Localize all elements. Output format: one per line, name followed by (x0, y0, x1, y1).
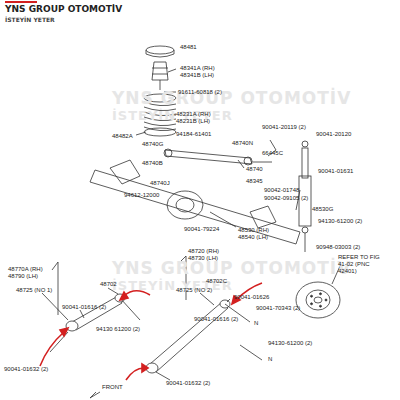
callout-number: 48231B (LH) (176, 118, 210, 125)
callout-number: 48740 (246, 166, 263, 173)
callout-number: 90041-79224 (184, 226, 219, 233)
callout-number: 48740J (150, 180, 170, 187)
callout-number: 48702C (206, 278, 227, 285)
callout-number: 90041-20119 (2) (262, 124, 306, 131)
callout-number: 48730 (LH) (188, 255, 218, 262)
brand-slogan: İSTEYİN YETER (5, 16, 55, 23)
callout-number: 90041-01631 (318, 168, 353, 175)
callout-number: 91611-60818 (2) (178, 89, 222, 96)
callout-number: 48482A (112, 133, 133, 140)
callout-number: 90041-01626 (234, 294, 269, 301)
callout-number: 48231A (RH) (176, 111, 211, 118)
callout-number: 94130 61200 (2) (96, 326, 140, 333)
callout-number: 48740N (232, 140, 253, 147)
callout-number: 90041-70343 (2) (256, 305, 300, 312)
callout-number: REFER TO FIG 41-02 (PNC 42401) (338, 254, 380, 275)
callout-number: 48530G (312, 206, 333, 213)
callout-number: 94612-12000 (124, 192, 159, 199)
callout-number: 94130-61200 (2) (318, 218, 362, 225)
callout-number: 48341A (RH) (180, 65, 215, 72)
callout-number: 90948-03003 (2) (316, 244, 360, 251)
callout-number: 48481 (180, 44, 197, 51)
watermark: İSTEYİN YETER (112, 108, 233, 123)
callout-number: 90041-01616 (2) (194, 316, 238, 323)
callout-number: 48341B (LH) (180, 72, 214, 79)
callout-number: 48345 (246, 178, 263, 185)
callout-number: 48530 (RH) (238, 227, 269, 234)
callout-number: 48540 (LH) (238, 234, 268, 241)
callout-number: 48725 (NO 2) (176, 287, 212, 294)
watermark: YNS GROUP OTOMOTİV (112, 88, 351, 108)
callout-number: 48720 (RH) (188, 248, 219, 255)
callout-number: 48725 (NO 1) (16, 287, 52, 294)
brand-title: YNS GROUP OTOMOTİV (5, 4, 122, 14)
callout-number: 48740G (142, 141, 163, 148)
callout-number: 94130-61200 (2) (268, 340, 312, 347)
watermark: YNS GROUP OTOMOTİV (112, 258, 351, 278)
callout-number: N (268, 356, 272, 363)
callout-number: 90041-01616 (2) (62, 304, 106, 311)
callout-number: 90041-20120 (316, 131, 351, 138)
callout-number: 48702 (100, 281, 117, 288)
callout-number: 94184-61401 (176, 131, 211, 138)
callout-number: 48740B (142, 160, 163, 167)
callout-number: 48790 (LH) (8, 273, 38, 280)
callout-number: 90042-09105 (2) (264, 195, 308, 202)
callout-number: 90041-01632 (2) (166, 380, 210, 387)
callout-number: 90041-01632 (2) (4, 366, 48, 373)
callout-number: 48770A (RH) (8, 266, 43, 273)
callout-number: FRONT (102, 384, 123, 391)
callout-number: 66445C (262, 150, 283, 157)
callout-number: 90042-01748 (264, 187, 299, 194)
callout-number: N (254, 320, 258, 327)
